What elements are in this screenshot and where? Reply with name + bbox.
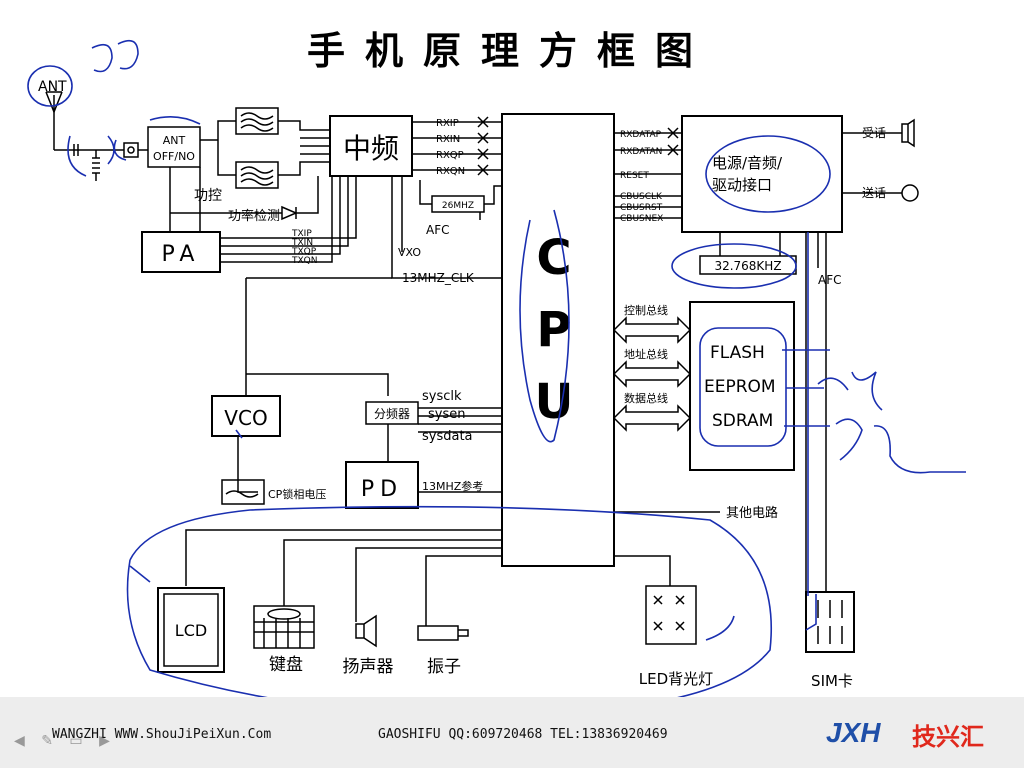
rx-label-4: RXQN [436, 166, 465, 177]
brand-logo-cn: 技兴汇 [912, 724, 984, 751]
sim-block [805, 591, 855, 653]
other-circuit-label: 其他电路 [726, 505, 778, 521]
speaker-label: 扬声器 [343, 657, 394, 677]
speaker-icon [355, 614, 377, 648]
ref13-label: 13MHZ参考 [422, 479, 483, 493]
divider-label: 分频器 [374, 407, 410, 421]
ant-switch-label-2: OFF/NO [153, 150, 195, 163]
tx-label-1: TXIP [291, 229, 312, 239]
if-block-label: 中频 [343, 132, 399, 165]
cpu-letter-u: U [535, 374, 574, 430]
footer-bar: WANGZHI WWW.ShouJiPeiXun.Com GAOSHIFU QQ… [0, 697, 1024, 768]
clk13-label: 13MHZ_CLK [402, 271, 475, 285]
tx-label-4: TXQN [291, 256, 317, 266]
sysen-label: sysen [428, 407, 465, 422]
power-control-label: 功控 [194, 188, 222, 204]
power-detect-label: 功率检测 [228, 208, 280, 224]
diagram-title: 手机原理方框图 [307, 29, 713, 73]
afc-label: AFC [426, 223, 450, 237]
power-audio-block [681, 115, 843, 233]
pd-block [345, 461, 419, 509]
vco-label: VCO [224, 406, 267, 430]
pin-cbusclk: CBUSCLK [620, 192, 663, 202]
data-bus-label: 数据总线 [624, 391, 668, 405]
pa-block-label: PA [162, 242, 201, 267]
crystal-26-label: 26MHZ [442, 201, 474, 211]
afc-right-label: AFC [818, 273, 842, 287]
cpu-block [501, 113, 615, 567]
antenna-label: ANT [38, 79, 67, 95]
footer-website: WANGZHI WWW.ShouJiPeiXun.Com [52, 727, 272, 742]
pin-rxdatap: RXDATAP [620, 130, 662, 140]
pin-cbusnex: CBUSNEX [620, 214, 663, 224]
tx-label-2: TXIN [291, 238, 313, 248]
rx-label-2: RXIN [436, 134, 460, 145]
control-bus-label: 控制总线 [624, 303, 668, 317]
power-audio-label-2: 驱动接口 [712, 176, 772, 194]
rx-label-1: RXIP [436, 118, 459, 129]
slide-toolbar-icons[interactable]: ◀ ✎ ▭ ▶ [14, 733, 116, 749]
divider-block [365, 401, 419, 425]
cp-label: CP锁相电压 [268, 487, 326, 501]
pin-cbusrst: CBUSRST [620, 203, 663, 213]
led-label: LED背光灯 [639, 670, 713, 688]
brand-logo-latin: JXH [826, 717, 881, 748]
lcd-block [157, 587, 225, 673]
coil-icon [92, 150, 100, 181]
address-bus-arrow [612, 360, 692, 388]
pd-label: PD [361, 477, 403, 502]
memory-block [689, 301, 795, 471]
memory-sdram: SDRAM [712, 411, 773, 431]
control-bus-arrow [612, 316, 692, 344]
receiver-icon [901, 118, 915, 148]
pin-reset: RESET [620, 171, 649, 181]
cp-filter-icon [221, 479, 265, 505]
cpu-letter-p: P [536, 302, 571, 358]
sysdata-label: sysdata [422, 429, 473, 444]
power-audio-label-1: 电源/音频/ [712, 154, 783, 172]
lcd-label: LCD [175, 621, 207, 640]
footer-contact: GAOSHIFU QQ:609720468 TEL:13836920469 [378, 727, 668, 742]
if-block [329, 115, 413, 177]
cpu-letter-c: C [536, 230, 571, 286]
receiver-label: 受话 [862, 126, 886, 140]
ant-switch-box [147, 126, 201, 168]
connector-icon [123, 142, 139, 158]
pin-rxdatan: RXDATAN [620, 147, 662, 157]
microphone-icon [901, 184, 919, 202]
ant-switch-label-1: ANT [163, 134, 186, 147]
crystal-32k-label: 32.768KHZ [714, 259, 781, 273]
data-bus-arrow [612, 404, 692, 432]
memory-eeprom: EEPROM [704, 377, 776, 397]
keyboard-label: 键盘 [269, 655, 303, 675]
address-bus-label: 地址总线 [624, 347, 668, 361]
pa-block [141, 231, 221, 273]
handwritten-annotations [27, 39, 966, 716]
rx-label-3: RXQP [436, 150, 464, 161]
vibrator-icon [417, 625, 469, 641]
sim-label: SIM卡 [811, 672, 853, 690]
keyboard-icon [253, 605, 315, 649]
sysclk-label: sysclk [422, 389, 462, 404]
tx-label-3: TXQP [291, 247, 317, 257]
detector-diode-icon [281, 205, 298, 221]
vibrator-label: 振子 [427, 657, 461, 677]
vco-block [211, 395, 281, 437]
transmitter-label: 送话 [862, 185, 886, 200]
vxo-label: VXO [398, 246, 421, 259]
memory-flash: FLASH [710, 343, 765, 363]
led-block [645, 585, 697, 645]
antenna-icon [45, 91, 63, 150]
